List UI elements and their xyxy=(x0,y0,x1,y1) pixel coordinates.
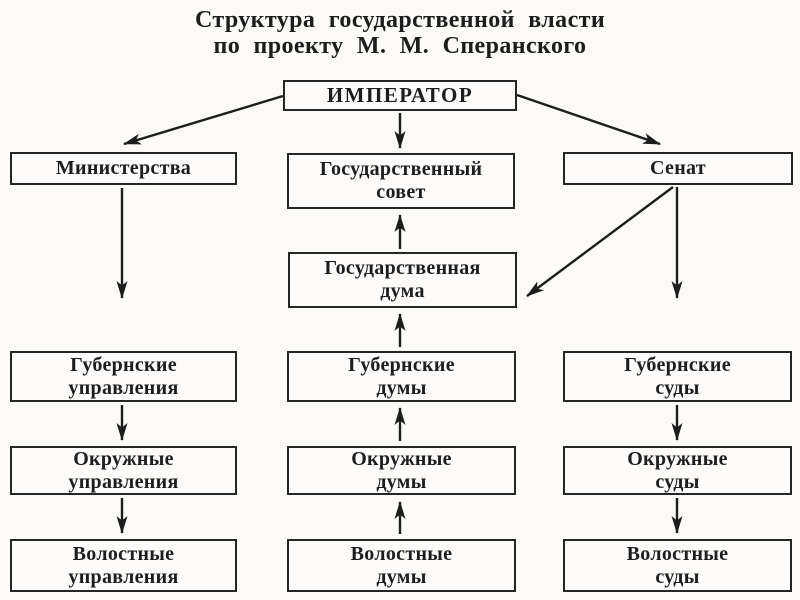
node-label: дума xyxy=(380,280,425,302)
node-label: думы xyxy=(376,470,427,493)
node-label: Губернские xyxy=(70,353,177,376)
node-label: Волостные xyxy=(72,542,175,565)
node-volost-dumas: Волостные думы xyxy=(287,539,516,592)
node-volost-courts: Волостные суды xyxy=(563,539,792,592)
node-label: управления xyxy=(68,470,179,493)
node-label: Государственный xyxy=(319,158,483,180)
node-label: Окружные xyxy=(627,447,728,470)
diagram-title: Структура государственной власти по прое… xyxy=(0,7,800,59)
title-line-2: по проекту М. М. Сперанского xyxy=(213,33,587,59)
node-label: суды xyxy=(655,565,700,588)
node-label: управления xyxy=(68,565,179,588)
node-label: Окружные xyxy=(73,447,174,470)
arrow-senate-state-duma xyxy=(526,186,674,297)
node-label: Губернские xyxy=(624,353,731,376)
arrow-imperator-ministries xyxy=(123,94,284,146)
node-label: совет xyxy=(376,181,426,203)
title-line-1: Структура государственной власти xyxy=(194,7,606,33)
node-district-administrations: Окружные управления xyxy=(10,446,237,495)
arrow-imperator-senate xyxy=(516,93,661,146)
node-label: Окружные xyxy=(351,447,452,470)
node-volost-administrations: Волостные управления xyxy=(10,539,237,592)
node-gubernia-courts: Губернские суды xyxy=(563,351,792,402)
node-state-council: Государственный совет xyxy=(287,153,515,209)
node-label: думы xyxy=(376,565,427,588)
node-label: Сенат xyxy=(650,157,706,179)
node-district-courts: Окружные суды xyxy=(563,446,792,495)
node-label: ИМПЕРАТОР xyxy=(326,83,474,107)
node-gubernia-administrations: Губернские управления xyxy=(10,351,237,402)
node-label: Государственная xyxy=(324,257,481,279)
node-state-duma: Государственная дума xyxy=(288,252,517,308)
node-district-dumas: Окружные думы xyxy=(287,446,516,495)
node-senate: Сенат xyxy=(563,152,793,185)
node-label: управления xyxy=(68,376,179,399)
node-gubernia-dumas: Губернские думы xyxy=(287,351,516,402)
node-label: суды xyxy=(655,470,700,493)
node-imperator: ИМПЕРАТОР xyxy=(283,80,517,111)
node-label: Министерства xyxy=(55,157,192,179)
node-ministries: Министерства xyxy=(10,152,237,185)
node-label: суды xyxy=(655,376,700,399)
node-label: думы xyxy=(376,376,427,399)
node-label: Губернские xyxy=(348,353,455,376)
node-label: Волостные xyxy=(626,542,729,565)
node-label: Волостные xyxy=(350,542,453,565)
